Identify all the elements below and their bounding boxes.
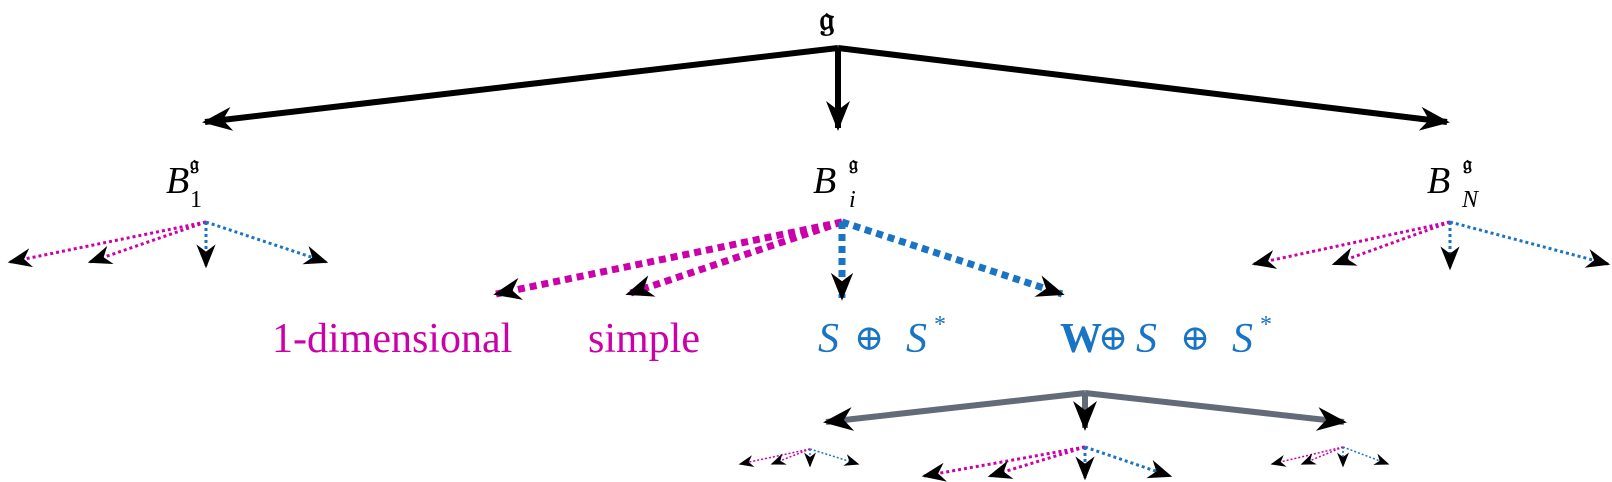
fan-bn (1251, 220, 1611, 271)
fan-bi-blue-w-sum (840, 218, 1065, 298)
leaf-one-dimensional: 1-dimensional (272, 316, 512, 362)
leaf-w-sum: W ⊕ S ⊕ S * (1060, 312, 1272, 362)
leaf-w-sum-op2: ⊕ (1180, 318, 1210, 359)
leaf-simple: simple (588, 316, 700, 362)
leaf-w-sum-s: S (1136, 316, 1157, 362)
node-b1-base: B (166, 160, 189, 202)
fan-bottom-left (738, 448, 860, 468)
node-b1-sup: 𝔤 (190, 151, 199, 175)
fan-bottom-right-blue-right (1342, 446, 1390, 465)
leaf-w-sum-star: * (1260, 312, 1272, 338)
leaf-w-sum-op1: ⊕ (1098, 318, 1128, 359)
fan-bi (493, 218, 1065, 301)
leaf-s-sum-star: * (934, 312, 946, 338)
arrow-root-to-bn (837, 45, 1450, 131)
node-b1-sub: 1 (190, 187, 202, 213)
fan-bottom-middle (921, 445, 1173, 482)
node-bn-sup: 𝔤 (1463, 151, 1472, 175)
root-label: 𝔤 (819, 0, 834, 39)
node-bi-sub: i (849, 187, 856, 213)
node-bi: B 𝔤 i (813, 151, 858, 213)
node-bi-sup: 𝔤 (849, 151, 858, 175)
fan-b1-blue-right (205, 220, 329, 265)
gray-branch (823, 390, 1347, 431)
fan-bn-blue-right (1449, 220, 1611, 268)
fan-bottom-middle-blue-right (1084, 445, 1173, 479)
node-b1: B 𝔤 1 (166, 151, 202, 213)
gray-arrow-left (823, 390, 1086, 431)
leaf-s-sum-s: S (818, 316, 839, 362)
fan-bottom-left-blue-right (809, 448, 860, 466)
fan-bi-magenta-one-dim (493, 218, 843, 300)
node-bi-base: B (813, 160, 836, 202)
leaf-w-sum-s-star: S (1232, 316, 1253, 362)
root-arrows (202, 45, 1450, 131)
fan-bottom-left-magenta-2 (770, 448, 811, 465)
arrow-root-to-b1 (202, 45, 839, 131)
fan-bi-magenta-simple (625, 218, 844, 298)
leaf-s-sum-op: ⊕ (854, 318, 884, 359)
fan-bottom-right-magenta-2 (1300, 446, 1344, 465)
leaf-s-sum-s-star: S (906, 316, 927, 362)
fan-bottom-left-magenta-1 (738, 448, 811, 468)
leaf-s-sum: S ⊕ S * (818, 312, 946, 362)
gray-arrow-right (1084, 390, 1347, 431)
fan-b1 (7, 220, 329, 269)
fan-bn-magenta-2 (1331, 220, 1451, 266)
node-bn-sub: N (1461, 187, 1480, 213)
fan-bottom-right-magenta-1 (1270, 446, 1344, 467)
fan-b1-magenta-2 (87, 220, 207, 265)
node-bn: B 𝔤 N (1427, 151, 1480, 213)
fan-bottom-middle-magenta-2 (987, 445, 1086, 479)
leaf-w-sum-w: W (1060, 316, 1102, 362)
node-bn-base: B (1427, 160, 1450, 202)
fan-bottom-right (1270, 446, 1390, 468)
